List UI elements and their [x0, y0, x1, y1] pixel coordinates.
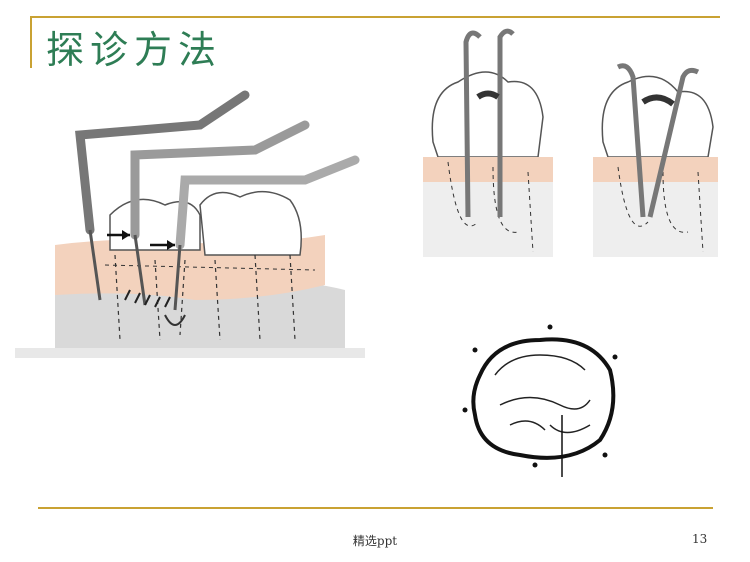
- page-number: 13: [692, 532, 708, 546]
- footer-text: 精选ppt: [352, 534, 398, 548]
- top-rule: [30, 16, 720, 18]
- probe-walking-illustration: [15, 85, 365, 365]
- slide-title: 探诊方法: [46, 28, 223, 72]
- bottom-rule: [38, 507, 713, 509]
- left-rule: [30, 16, 32, 68]
- occlusal-probe-points-illustration: [462, 324, 618, 477]
- probe-insertion-illustration: [418, 22, 718, 262]
